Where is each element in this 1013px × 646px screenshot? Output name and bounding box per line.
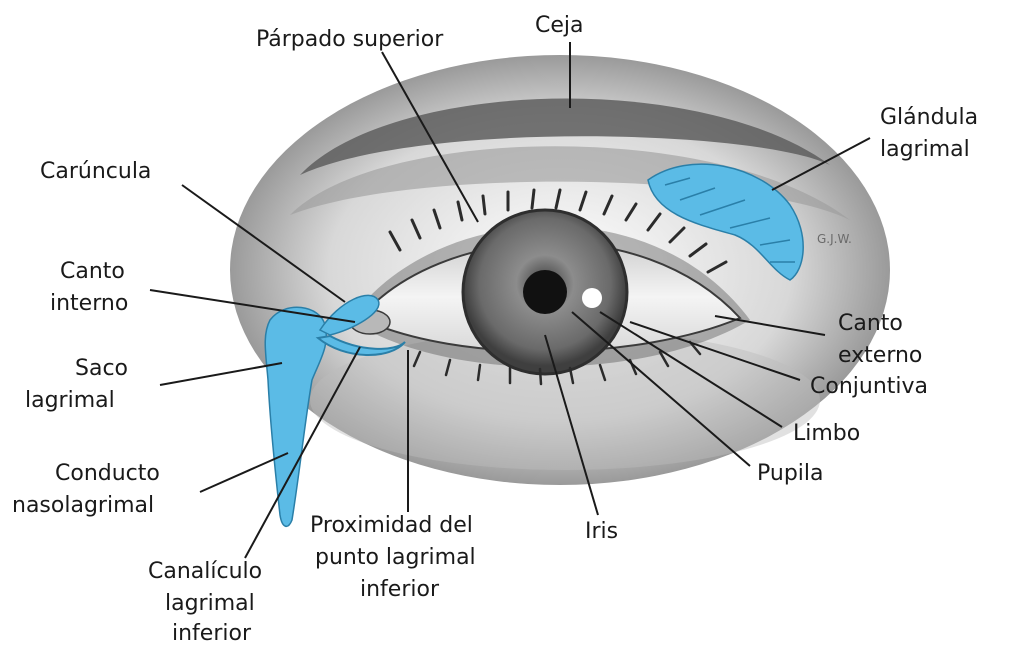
pupil	[523, 270, 567, 314]
label-canaliculo-line2: lagrimal	[165, 591, 255, 616]
label-saco-line1: Saco	[75, 356, 128, 381]
pupil-highlight	[582, 288, 602, 308]
artist-signature: G.J.W.	[817, 232, 852, 246]
label-iris: Iris	[585, 519, 618, 544]
label-parpado-superior: Párpado superior	[256, 27, 444, 52]
label-canto-interno-line1: Canto	[60, 259, 125, 284]
label-canto-externo-line1: Canto	[838, 311, 903, 336]
label-canaliculo-line3: inferior	[172, 621, 252, 646]
lacrimal-sac	[265, 307, 326, 526]
label-proximidad-line1: Proximidad del	[310, 513, 473, 538]
label-canto-externo-line2: externo	[838, 343, 922, 368]
label-conducto-line1: Conducto	[55, 461, 160, 486]
label-canto-interno-line2: interno	[50, 291, 128, 316]
label-conjuntiva: Conjuntiva	[810, 374, 928, 399]
label-caruncula: Carúncula	[40, 159, 151, 184]
label-canaliculo-line1: Canalículo	[148, 559, 262, 584]
label-pupila: Pupila	[757, 461, 824, 486]
label-limbo: Limbo	[793, 421, 860, 446]
label-glandula-line2: lagrimal	[880, 137, 970, 162]
label-glandula-line1: Glándula	[880, 105, 978, 130]
label-conducto-line2: nasolagrimal	[12, 493, 154, 518]
label-saco-line2: lagrimal	[25, 388, 115, 413]
label-proximidad-line3: inferior	[360, 577, 440, 602]
label-proximidad-line2: punto lagrimal	[315, 545, 476, 570]
leader-saco	[160, 363, 282, 385]
label-ceja: Ceja	[535, 13, 584, 38]
